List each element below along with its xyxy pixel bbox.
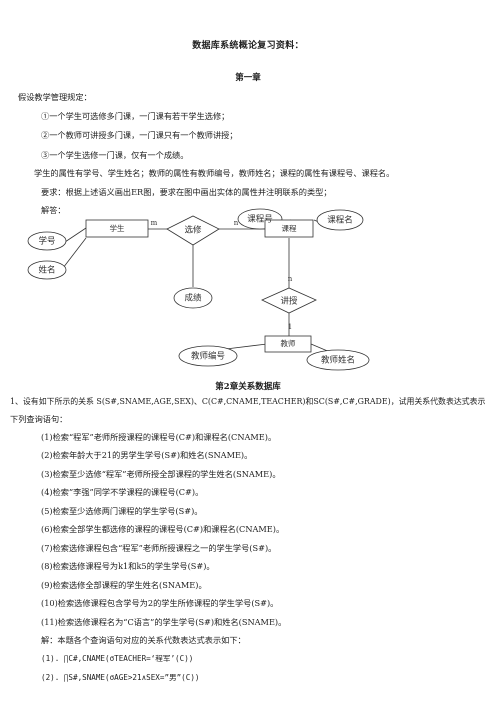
query-2: (2)检索年龄大于21的男学生学号(S#)和姓名(SNAME)。: [41, 450, 253, 460]
entity-course: 课程: [282, 224, 297, 233]
cardinality-n-select: n: [234, 219, 239, 227]
entity-teacher: 教师: [281, 338, 296, 348]
query-9: (9)检索选修全部课程的学生姓名(SNAME)。: [41, 580, 207, 590]
query-4: (4)检索”李强”同学不学课程的课程号(C#)。: [41, 487, 204, 497]
rule-2: ②一个教师可讲授多门课，一门课只有一个教师讲授；: [41, 130, 238, 140]
query-3: (3)检索至少选修“程军”老师所授全部课程的学生姓名(SNAME)。: [41, 469, 281, 479]
rule-1: ①一个学生可选修多门课，一门课有若干学生选修；: [41, 111, 230, 121]
question1-line1: 1、设有如下所示的关系 S(S#,SNAME,AGE,SEX)、C(C#,CNA…: [10, 397, 486, 406]
document-title: 数据库系统概论复习资料：: [192, 41, 304, 51]
intro-text: 假设教学管理规定：: [18, 92, 92, 102]
rule-3: ③一个学生选修一门课，仅有一个成绩。: [41, 150, 189, 160]
cardinality-n-teach: n: [288, 275, 293, 283]
query-10: (10)检索选修课程包含学号为2的学生所修课程的学生学号(S#)。: [41, 598, 279, 608]
query-7: (7)检索选修课程包含“程军”老师所授课程之一的学生学号(S#)。: [41, 543, 277, 553]
solution-2: (2). ∏S#,SNAME(σAGE>21∧SEX=”男”(C)): [41, 673, 200, 682]
answer-label: 解答：: [41, 205, 66, 215]
attr-grade: 成绩: [184, 293, 202, 304]
relationship-select: 选修: [184, 225, 202, 236]
query-8: (8)检索选修课程号为k1和k5的学生学号(S#)。: [41, 561, 215, 571]
entity-student: 学生: [110, 223, 125, 233]
attr-teacher-no: 教师编号: [191, 351, 225, 362]
attr-course-no: 课程号: [247, 214, 273, 225]
attr-teacher-name: 教师姓名: [321, 355, 355, 366]
query-5: (5)检索至少选修两门课程的学生学号(S#)。: [41, 506, 203, 516]
query-1: (1)检索“程军”老师所授课程的课程号(C#)和课程名(CNAME)。: [41, 432, 277, 442]
attr-course-name: 课程名: [327, 215, 353, 226]
attr-student-name: 姓名: [38, 265, 55, 276]
solution-intro: 解：本题各个查询语句对应的关系代数表达式表示如下：: [41, 635, 246, 645]
chapter2-heading: 第2章关系数据库: [215, 382, 281, 392]
er-diagram: 学号 姓名 学生 m 选修 n 课程 课程号 课程名 成绩 n 讲授 1 教师 …: [27, 208, 370, 371]
attr-student-no: 学号: [38, 236, 55, 247]
chapter1-heading: 第一章: [235, 73, 261, 83]
solution-1: (1). ∏C#,CNAME(σTEACHER=‘程军’(C)): [41, 654, 194, 663]
query-6: (6)检索全部学生都选修的课程的课程号(C#)和课程名(CNAME)。: [41, 524, 285, 534]
cardinality-m: m: [151, 219, 158, 227]
relationship-teach: 讲授: [280, 296, 298, 307]
question1-line2: 下列查询语句：: [10, 414, 68, 424]
cardinality-one: 1: [288, 323, 292, 331]
query-11: (11)检索选修课程名为“C语言”的学生学号(S#)和姓名(SNAME)。: [41, 617, 287, 627]
requirement-text: 要求：根据上述语义画出ER图，要求在图中画出实体的属性并注明联系的类型；: [41, 187, 332, 197]
attributes-text: 学生的属性有学号、学生姓名；教师的属性有教师编号，教师姓名；课程的属性有课程号、…: [34, 168, 395, 178]
